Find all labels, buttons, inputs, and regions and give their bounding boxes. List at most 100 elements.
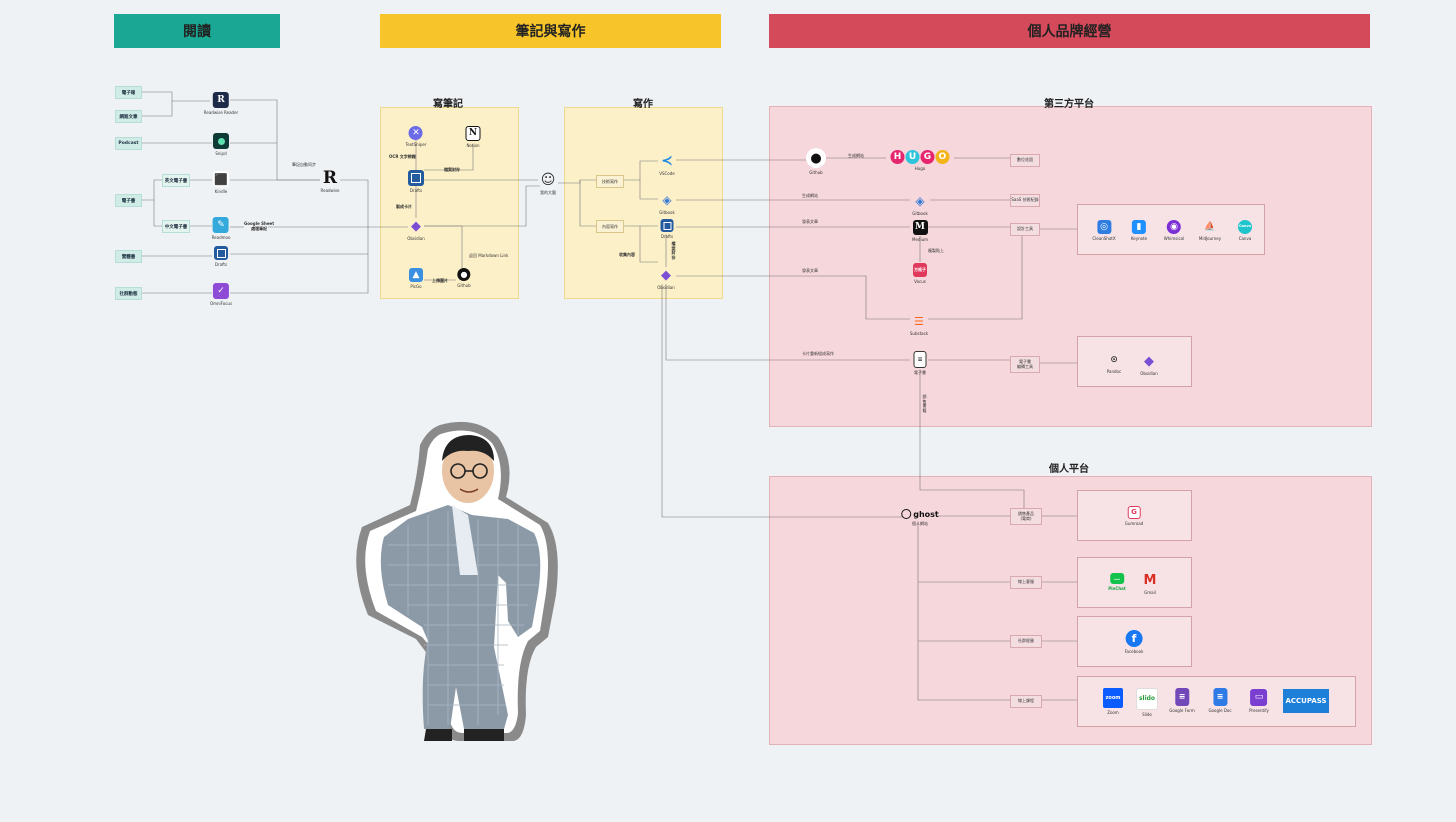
smile — [459, 488, 479, 493]
tag-ebook-tool: 電子書 編輯工具 — [1010, 356, 1040, 373]
slido-icon: slido — [1136, 688, 1158, 710]
kindle-icon: ⬛ — [213, 171, 229, 187]
substack-icon: ☰ — [914, 314, 924, 328]
node-keynote: ▮ Keynote — [1130, 220, 1148, 241]
github-icon: ● — [806, 148, 826, 168]
edge-label-upload-image: 上傳圖片 — [432, 278, 448, 283]
hugo-letter: U — [905, 150, 920, 164]
ebook-chinese: 中文電子書 — [162, 220, 190, 233]
notion-icon: N — [465, 126, 481, 141]
edge-label-publish: 發表文章 — [802, 219, 818, 224]
node-vocus: 方格子 Vocus — [913, 263, 927, 284]
edge-label-gen-site-2: 生成網站 — [802, 193, 818, 198]
step-content-writing: 內容寫作 — [596, 220, 624, 233]
node-google-form: ≡ Google Form — [1169, 688, 1195, 713]
shirt — [452, 505, 478, 575]
drafts-icon — [660, 219, 674, 232]
drafts-icon — [214, 246, 228, 260]
title-personal: 個人平台 — [1049, 464, 1089, 475]
brain-icon: ☺ — [540, 172, 556, 188]
google-doc-icon: ≡ — [1212, 688, 1227, 706]
edge-label-make-cards: 製成卡片 — [396, 204, 412, 209]
header-notes-writing: 筆記與寫作 — [380, 14, 721, 48]
node-gmail: M Gmail — [1143, 572, 1157, 596]
header-reading: 閱讀 — [114, 14, 280, 48]
hugo-letter: O — [935, 150, 950, 164]
node-snipd: Snipd — [213, 133, 229, 156]
node-cleanshotx: ◎ CleanShotX — [1092, 220, 1116, 241]
consult-tools-box — [1077, 557, 1192, 608]
edge-label-card-to-book: 卡片重新組成寫作 — [802, 351, 834, 356]
node-facebook: f Facebook — [1124, 630, 1144, 654]
node-zoom: zoom Zoom — [1103, 688, 1123, 715]
hair — [442, 435, 494, 461]
node-slido: slido Slido — [1136, 688, 1158, 717]
third-party-panel — [769, 106, 1372, 427]
node-google-doc: ≡ Google Doc — [1208, 688, 1232, 713]
edge-label-ocr: OCR 文字辨識 — [389, 154, 416, 159]
hugo-letter: H — [890, 150, 905, 164]
source-paper-book: 實體書 — [115, 250, 142, 263]
canva-icon: Canva — [1238, 220, 1252, 234]
tag-community-ops: 社群經營 — [1010, 635, 1042, 648]
edge-label-copy-paste: 複製貼上 — [928, 248, 944, 253]
cleanshotx-icon: ◎ — [1097, 220, 1111, 234]
readwise-reader-icon: R — [213, 92, 229, 108]
node-brain: ☺ 我的大腦 — [540, 172, 556, 195]
hugo-logo: H U G O — [890, 150, 950, 164]
google-form-icon: ≡ — [1174, 688, 1189, 706]
edge-label-gen-site: 生成網站 — [848, 153, 864, 158]
midjourney-icon: ⛵ — [1204, 221, 1216, 232]
tag-design-tool: 設計工具 — [1010, 223, 1040, 236]
title-third-party: 第三方平台 — [1044, 99, 1094, 110]
gitbook-icon: ◈ — [915, 194, 925, 208]
obsidian-icon: ◆ — [411, 218, 421, 234]
ebook-english: 英文電子書 — [162, 174, 190, 187]
edge-label-archive: 檔案封存 — [444, 167, 460, 172]
node-github-notes: ● Github — [457, 268, 471, 288]
presentify-icon: ▭ — [1250, 689, 1268, 706]
accupass-logo: ACCUPASS — [1283, 689, 1329, 713]
tag-digital-product: 銷售產品 (電商) — [1010, 508, 1042, 525]
hugo-letter: G — [920, 150, 935, 164]
title-writing: 寫作 — [633, 99, 653, 110]
node-obsidian-notes: ◆ Obsidian — [407, 218, 425, 242]
readwise-icon: R — [322, 167, 338, 188]
medium-icon: M — [912, 220, 928, 235]
node-obsidian-writing: ◆ Obsidian — [657, 267, 675, 291]
edge-label-sell-book: 銷售書籍 — [922, 394, 927, 413]
vscode-icon: ≺ — [661, 153, 673, 169]
ebook-reader-icon: ≡ — [913, 351, 927, 368]
node-kindle: ⬛ Kindle — [213, 171, 229, 194]
node-midjourney: ⛵ MidJourney — [1198, 221, 1222, 241]
title-note-taking: 寫筆記 — [433, 99, 463, 110]
header-branding: 個人品牌經營 — [769, 14, 1370, 48]
node-readwise-reader: R Readwise Reader — [204, 92, 238, 115]
glasses — [450, 463, 488, 479]
keynote-icon: ▮ — [1131, 220, 1146, 234]
tag-online-consult: 線上客服 — [1010, 576, 1042, 589]
github-icon: ● — [457, 268, 471, 281]
presenter-portrait — [356, 421, 558, 741]
tag-online-course: 線上課程 — [1010, 695, 1042, 708]
node-drafts-notes: Drafts — [408, 170, 424, 193]
node-picgo: ▲ PicGo — [409, 268, 423, 289]
suit — [380, 505, 541, 729]
node-notion: N Notion — [465, 126, 481, 148]
tag-digital-garden: 數位花園 — [1010, 154, 1040, 167]
node-ebook-third: ≡ 電子書 — [913, 351, 927, 376]
edge-label-collect-content: 收集內容 — [619, 252, 635, 257]
ghost-logo: ghost — [901, 509, 939, 519]
source-newsletter: 電子報 — [115, 86, 142, 99]
gmail-icon: M — [1143, 572, 1157, 588]
facebook-icon: f — [1125, 630, 1143, 647]
zoom-icon: zoom — [1103, 688, 1123, 708]
textsniper-icon: ✕ — [408, 126, 423, 140]
source-web-article: 網路文章 — [115, 110, 142, 123]
node-hugo: H U G O Hugo — [890, 150, 950, 171]
vocus-icon: 方格子 — [913, 263, 927, 277]
ghost-icon — [901, 509, 912, 519]
tag-saas-log: SaaS 技術紀錄 — [1010, 194, 1040, 207]
omnifocus-icon: ✓ — [213, 283, 229, 299]
node-drafts-reading: Drafts — [214, 246, 228, 267]
